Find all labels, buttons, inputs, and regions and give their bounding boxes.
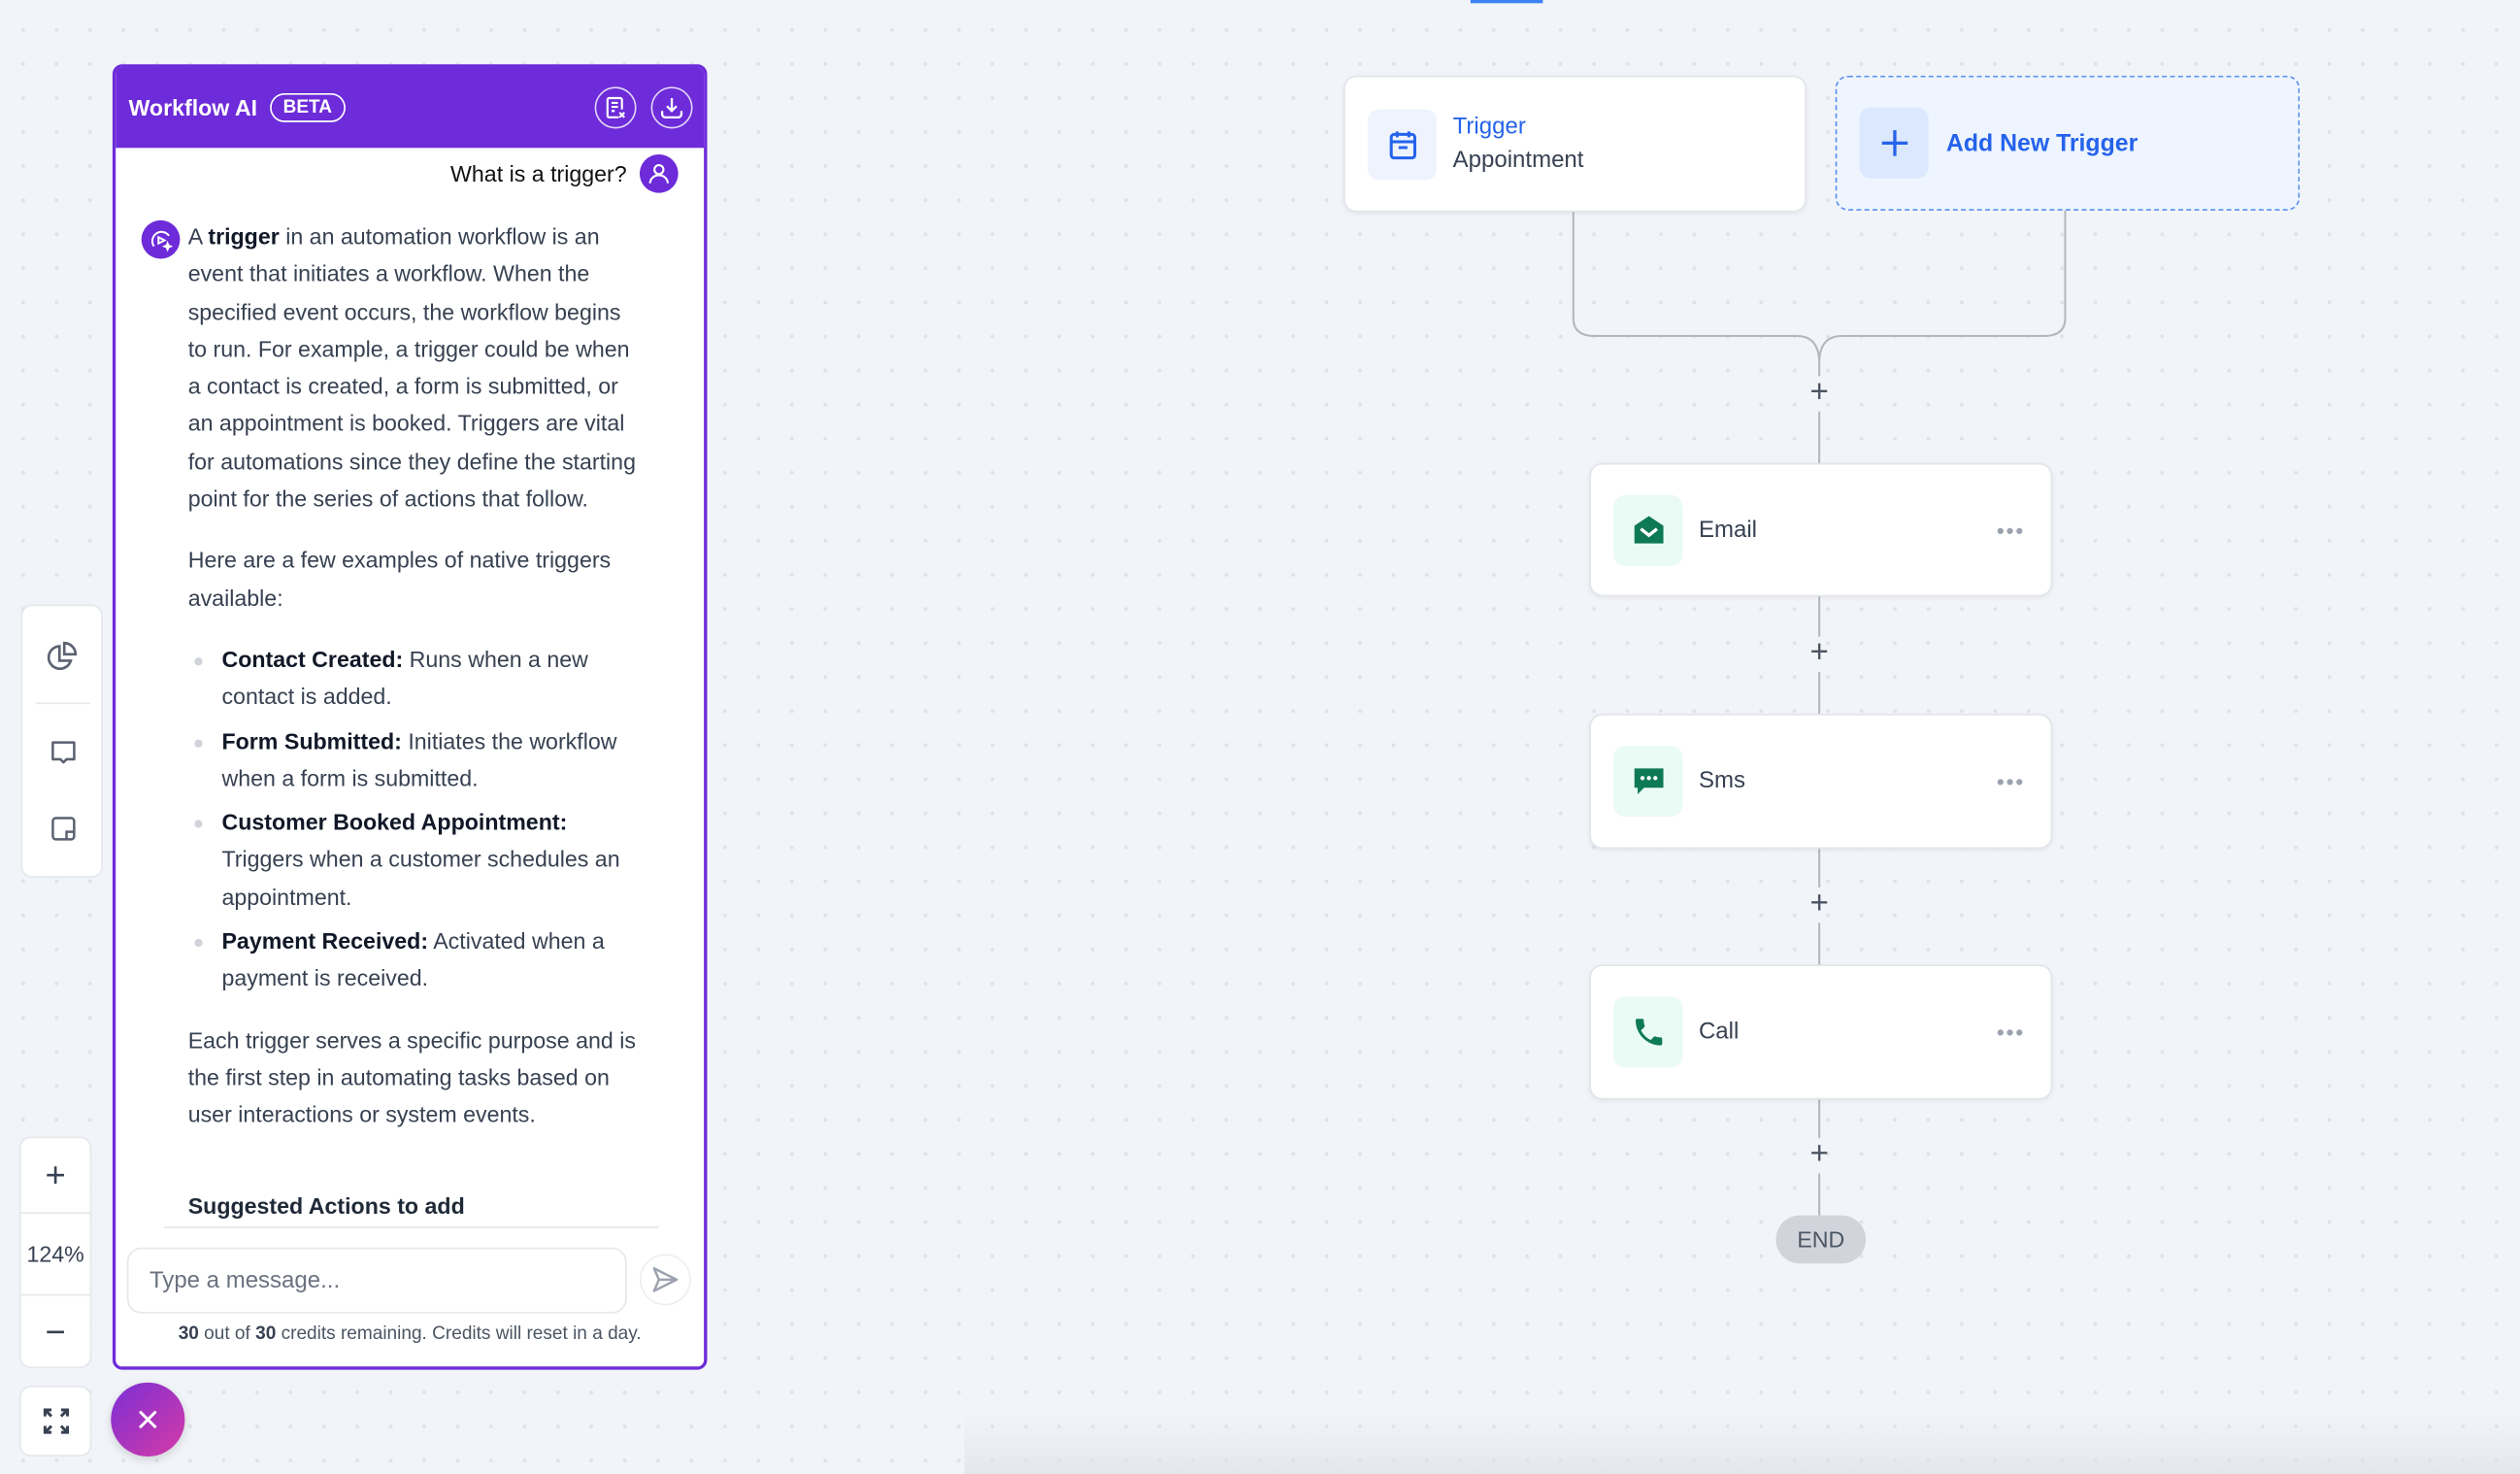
side-toolbar [20,604,103,878]
bold-term: Customer Booked Appointment: [221,809,568,835]
action-label: Email [1698,517,1758,543]
fit-view-button[interactable] [18,1386,92,1457]
workflow-ai-chat-panel: Workflow AI BETA What is a trigger? A tr… [112,64,708,1370]
add-new-trigger-label: Add New Trigger [1945,129,2139,157]
connector-add-trigger [1818,210,2067,364]
message-input[interactable] [126,1247,627,1314]
expand-icon [43,1408,69,1434]
bottom-shadow [964,1414,2520,1474]
bold-term: Contact Created: [221,646,404,672]
credits-status: 30 out of 30 credits remaining. Credits … [116,1324,704,1344]
action-node-call[interactable]: Call ••• [1589,964,2053,1100]
trigger-node[interactable]: Trigger Appointment [1343,75,1807,213]
bold-term: Payment Received: [221,927,429,954]
zoom-level: 124% [26,1241,84,1267]
suggested-actions-heading: Suggested Actions to add [187,1192,465,1219]
ai-paragraph: Here are a few examples of native trigge… [187,547,612,611]
text: Triggers when a customer schedules an ap… [221,846,620,910]
more-options-icon[interactable]: ••• [1996,768,2026,794]
add-step-button[interactable]: + [1809,634,1829,671]
action-node-email[interactable]: Email ••• [1589,462,2053,597]
calendar-icon [1367,108,1438,180]
phone-icon [1613,996,1683,1068]
download-button[interactable] [650,86,693,129]
pie-chart-icon[interactable] [42,637,83,679]
action-label: Call [1698,1019,1740,1046]
credits-total: 30 [255,1324,277,1345]
user-message: What is a trigger? [450,153,679,193]
divider [163,1226,659,1228]
ai-message: A trigger in an automation workflow is a… [188,218,639,1215]
top-indicator [1470,0,1543,4]
sticky-note-icon[interactable] [42,807,83,849]
close-chat-button[interactable] [111,1382,185,1457]
list-item: Customer Booked Appointment: Triggers wh… [188,804,639,917]
ai-paragraph: Each trigger serves a specific purpose a… [187,1026,636,1127]
action-label: Sms [1698,768,1745,794]
bold-term: trigger [208,223,280,250]
list-item: Form Submitted: Initiates the workflow w… [188,722,639,797]
email-icon [1613,494,1683,565]
trigger-value: Appointment [1452,148,1584,174]
user-message-text: What is a trigger? [450,160,627,187]
add-step-button[interactable]: + [1809,886,1829,921]
text: A [187,223,209,250]
comment-icon[interactable] [42,731,83,773]
ai-paragraph: A trigger in an automation workflow is a… [188,218,639,519]
trigger-label: Trigger [1452,114,1526,141]
zoom-out-button[interactable]: − [20,1293,90,1370]
beta-badge: BETA [270,93,346,122]
sms-icon [1613,746,1683,818]
download-icon [660,97,683,119]
text: Activated when a payment is received. [221,927,605,991]
plus-icon [1859,107,1929,179]
more-options-icon[interactable]: ••• [1996,1019,2026,1046]
text: credits remaining. Credits will reset in… [276,1324,642,1345]
close-icon [138,1410,157,1429]
connector-trigger [1572,210,1821,364]
zoom-controls: + 124% − [18,1136,92,1370]
action-node-sms[interactable]: Sms ••• [1589,714,2053,850]
bold-term: Form Submitted: [221,727,402,754]
clear-chat-icon [606,96,625,118]
send-icon [652,1267,679,1292]
user-avatar-icon [639,153,679,193]
text: out of [198,1324,256,1345]
end-node: END [1775,1215,1867,1264]
text: in an automation workflow is an event th… [187,223,636,512]
add-new-trigger-button[interactable]: Add New Trigger [1835,75,2301,211]
list-item: Contact Created: Runs when a new contact… [188,642,639,717]
add-step-button[interactable]: + [1809,1136,1829,1172]
text: Runs when a new contact is added. [221,646,588,710]
chat-title: Workflow AI [128,94,258,121]
divider [35,702,90,705]
chat-header: Workflow AI BETA [116,67,705,149]
list-item: Payment Received: Activated when a payme… [188,922,639,997]
ai-avatar-icon [141,219,181,259]
send-button[interactable] [639,1254,691,1306]
text: Initiates the workflow when a form is su… [221,727,617,791]
add-step-button[interactable]: + [1809,374,1829,411]
zoom-in-button[interactable]: + [20,1138,90,1214]
more-options-icon[interactable]: ••• [1996,517,2026,543]
credits-used: 30 [178,1324,199,1345]
clear-chat-button[interactable] [594,86,637,129]
trigger-examples-list: Contact Created: Runs when a new contact… [188,642,639,998]
